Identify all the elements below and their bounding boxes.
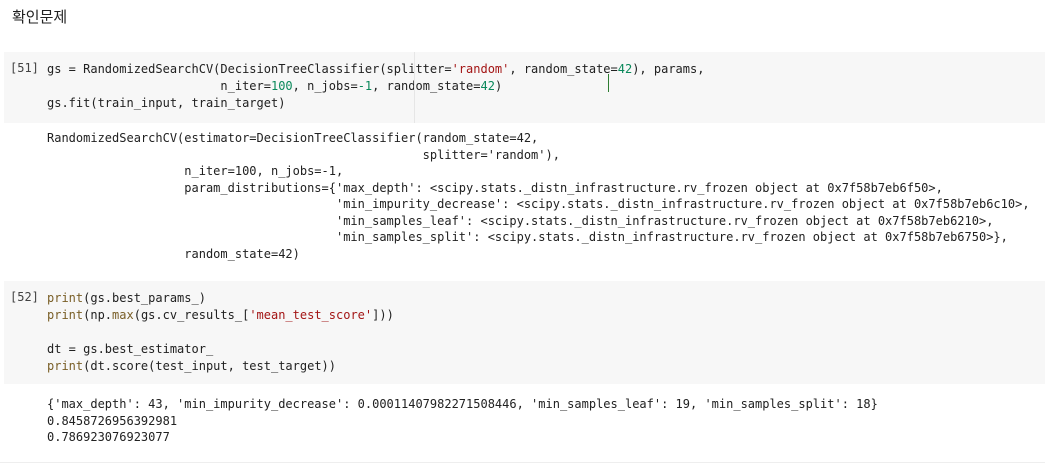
code-token: ]))	[372, 308, 394, 322]
output-line: 'min_samples_leaf': <scipy.stats._distn_…	[47, 213, 994, 228]
code-line[interactable]: print(np.max(gs.cv_results_['mean_test_s…	[47, 307, 394, 324]
code-editor[interactable]: print(gs.best_params_)print(np.max(gs.cv…	[47, 290, 394, 375]
cell-prompt: [51]	[10, 61, 39, 75]
code-token: 42	[617, 62, 633, 76]
text-cursor	[608, 74, 609, 92]
code-token: gs.fit(train_input, train_target)	[47, 96, 286, 110]
output-line: splitter='random'),	[47, 147, 560, 162]
output-line: {'max_depth': 43, 'min_impurity_decrease…	[47, 397, 878, 411]
section-heading: 확인문제	[12, 8, 68, 26]
code-token: gs = RandomizedSearchCV(DecisionTreeClas…	[47, 62, 452, 76]
output-line: RandomizedSearchCV(estimator=DecisionTre…	[47, 131, 539, 145]
cell-prompt: [52]	[10, 290, 39, 304]
code-line[interactable]: n_iter=100, n_jobs=-1, random_state=42)	[47, 78, 704, 95]
code-token: -1	[357, 79, 373, 93]
code-token: ), params,	[632, 62, 705, 76]
code-token: (np.	[83, 308, 113, 322]
next-cell-edge	[0, 462, 1045, 472]
output-line: param_distributions={'max_depth': <scipy…	[47, 180, 943, 195]
code-token: )	[494, 79, 503, 93]
code-line[interactable]	[47, 324, 394, 341]
code-token: (gs.best_params_)	[83, 291, 206, 305]
code-token: 'random'	[451, 62, 510, 76]
code-token: max	[112, 308, 134, 322]
editor-ruler	[414, 52, 415, 123]
code-token: print	[47, 308, 84, 322]
code-token: 'mean_test_score'	[249, 308, 373, 322]
output-line: n_iter=100, n_jobs=-1,	[47, 164, 344, 178]
code-token: 100	[270, 79, 293, 93]
code-editor[interactable]: gs = RandomizedSearchCV(DecisionTreeClas…	[47, 61, 704, 112]
code-cell-52[interactable]: [52] print(gs.best_params_)print(np.max(…	[4, 281, 1045, 384]
code-line[interactable]: dt = gs.best_estimator_	[47, 341, 394, 358]
code-token: (dt.score(test_input, test_target))	[83, 359, 336, 373]
output-line: 0.8458726956392981	[47, 413, 178, 428]
cell-output-51: RandomizedSearchCV(estimator=DecisionTre…	[47, 130, 1030, 262]
code-line[interactable]: print(dt.score(test_input, test_target))	[47, 358, 394, 375]
code-line[interactable]: print(gs.best_params_)	[47, 290, 394, 307]
output-line: random_state=42)	[47, 246, 300, 261]
code-token: , random_state=	[372, 79, 481, 93]
code-token: , n_jobs=	[292, 79, 358, 93]
code-token: (gs.cv_results_[	[133, 308, 250, 322]
code-cell-51[interactable]: [51] gs = RandomizedSearchCV(DecisionTre…	[4, 52, 1045, 123]
code-token: , random_state=	[509, 62, 618, 76]
cell-output-52: {'max_depth': 43, 'min_impurity_decrease…	[47, 396, 878, 446]
code-token: dt = gs.best_estimator_	[47, 342, 214, 356]
code-token: 42	[480, 79, 495, 93]
output-line: 'min_samples_split': <scipy.stats._distn…	[47, 230, 1008, 244]
output-line: 'min_impurity_decrease': <scipy.stats._d…	[47, 197, 1030, 211]
code-token: n_iter=	[47, 79, 271, 93]
code-line[interactable]: gs = RandomizedSearchCV(DecisionTreeClas…	[47, 61, 704, 78]
code-token: print	[47, 359, 84, 373]
code-line[interactable]: gs.fit(train_input, train_target)	[47, 95, 704, 112]
output-line: 0.786923076923077	[47, 430, 170, 444]
code-token: print	[47, 291, 84, 305]
